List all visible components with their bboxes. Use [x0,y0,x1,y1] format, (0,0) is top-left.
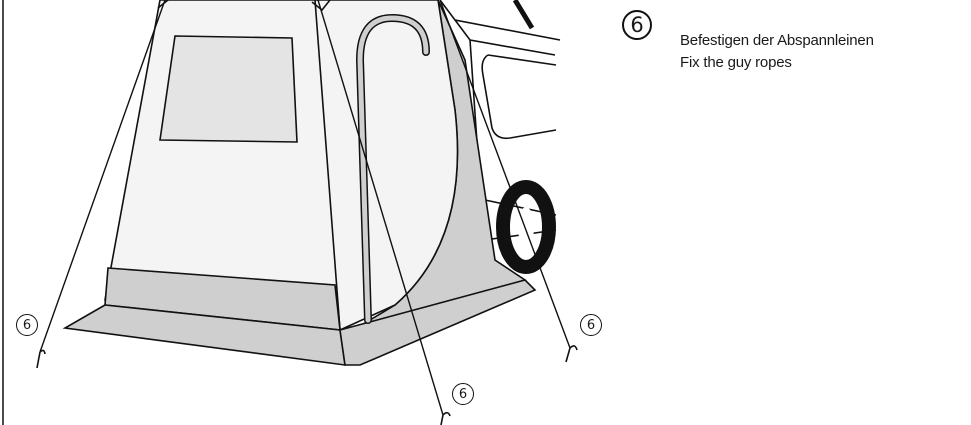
instruction-text-en: Fix the guy ropes [680,54,792,71]
roof-tab-right [311,0,331,12]
guy-rope-center [317,0,444,416]
instruction-text-de: Befestigen der Abspannleinen [680,32,874,49]
guy-rope-left [39,0,166,353]
peg-left [36,349,46,369]
guy-rope-right [439,0,571,349]
tent-pole-inner [357,15,429,323]
vehicle [439,0,561,261]
tent-window [159,35,298,143]
spare-tyre-hub [518,207,534,247]
spare-tyre [496,180,556,274]
peg-center [440,411,451,425]
side-ground-sheet [339,279,537,366]
guy-ropes [39,0,571,416]
callout-left: 6 [16,314,38,336]
instruction-caption: Befestigen der Abspannleinen Fix the guy… [680,30,874,74]
callout-right: 6 [580,314,602,336]
peg-right [565,345,578,363]
step-number-badge: 6 [622,10,652,40]
tent-door-area [314,0,459,332]
callout-center: 6 [452,383,474,405]
